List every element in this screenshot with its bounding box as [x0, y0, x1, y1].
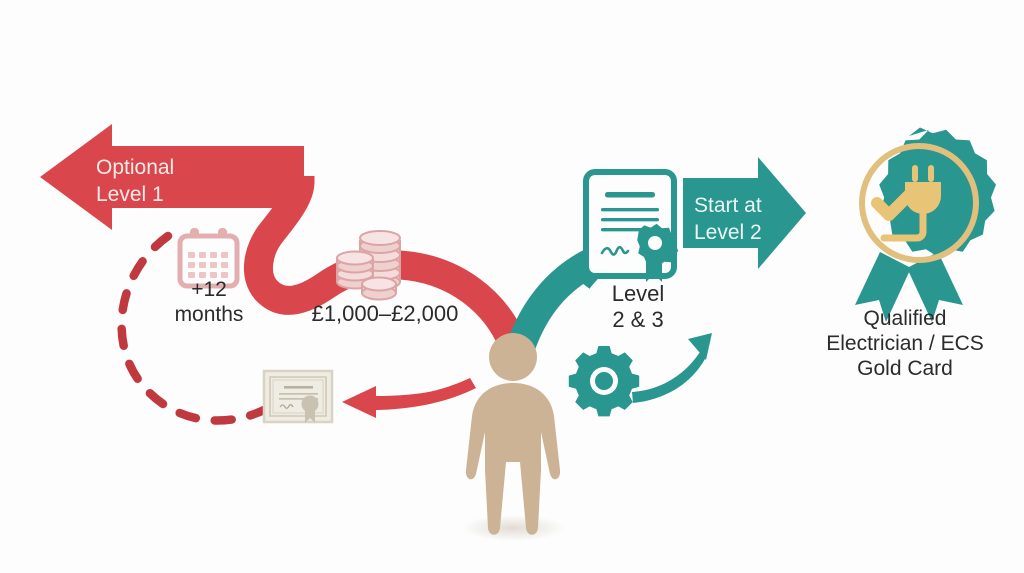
- small-cert-seal: [301, 395, 319, 413]
- certificate-small-icon: [262, 369, 334, 424]
- small-cert-line-1: [284, 386, 313, 389]
- seal-inner: [648, 236, 662, 250]
- certificate-line-2: [601, 208, 659, 212]
- red-arrow-head: [40, 124, 112, 230]
- calendar-body: [177, 233, 240, 289]
- small-cert-inner-border-2: [272, 379, 324, 414]
- calendar-day-dots: [188, 252, 228, 278]
- gear-hub: [595, 372, 613, 390]
- small-cert-signature: [279, 404, 294, 409]
- teal-big-arrow: [683, 157, 806, 269]
- plug-prong-left: [912, 165, 918, 182]
- dashed-loop-path: [117, 231, 273, 425]
- check-icon: [871, 183, 921, 221]
- person-head: [489, 333, 537, 381]
- certificate-seal: [637, 223, 679, 282]
- small-cert-body: [262, 369, 334, 424]
- certificate-line-3: [601, 218, 659, 222]
- certificate-line-1: [605, 192, 655, 198]
- plug-prong-right: [928, 165, 934, 182]
- small-cert-inner-border: [269, 376, 327, 417]
- person-body: [465, 383, 561, 535]
- teal-small-arrow-body: [632, 352, 706, 403]
- small-cert-line-3: [279, 398, 318, 400]
- small-cert-line-2: [279, 393, 318, 395]
- optional-level-1-route: [40, 124, 527, 350]
- coin-stack-icon: [336, 230, 401, 301]
- small-cert-seal-ribbon: [305, 411, 315, 423]
- red-curved-arrow-tail: [372, 378, 476, 410]
- calendar-icon: [177, 228, 240, 289]
- seal-ribbon: [646, 256, 662, 282]
- teal-progress-arrow: [632, 333, 712, 403]
- person-figure-icon: [461, 333, 565, 541]
- rosette-ribbon-right: [907, 252, 963, 322]
- red-arrow-shaft: [108, 146, 304, 208]
- certificate-teal-icon: [583, 169, 679, 282]
- rosette-gold-ring: [859, 143, 979, 263]
- gear-icon: [568, 346, 640, 417]
- person-floor-shadow: [461, 515, 565, 541]
- teal-arrow-to-gold-card: [683, 157, 806, 269]
- red-route-ribbon: [243, 176, 527, 350]
- plug-icon: [880, 165, 941, 242]
- certificate-signature: [600, 245, 630, 256]
- rosette-ribbon-left: [855, 252, 911, 322]
- coin-single: [361, 276, 397, 301]
- plug-cable: [880, 210, 927, 242]
- rosette-badge-icon: [855, 127, 997, 322]
- coin-stack-short: [336, 250, 374, 290]
- teal-small-arrow-head: [688, 333, 712, 360]
- red-arrow-to-certificate: [342, 378, 476, 418]
- level-1-dashed-loop: [117, 231, 273, 425]
